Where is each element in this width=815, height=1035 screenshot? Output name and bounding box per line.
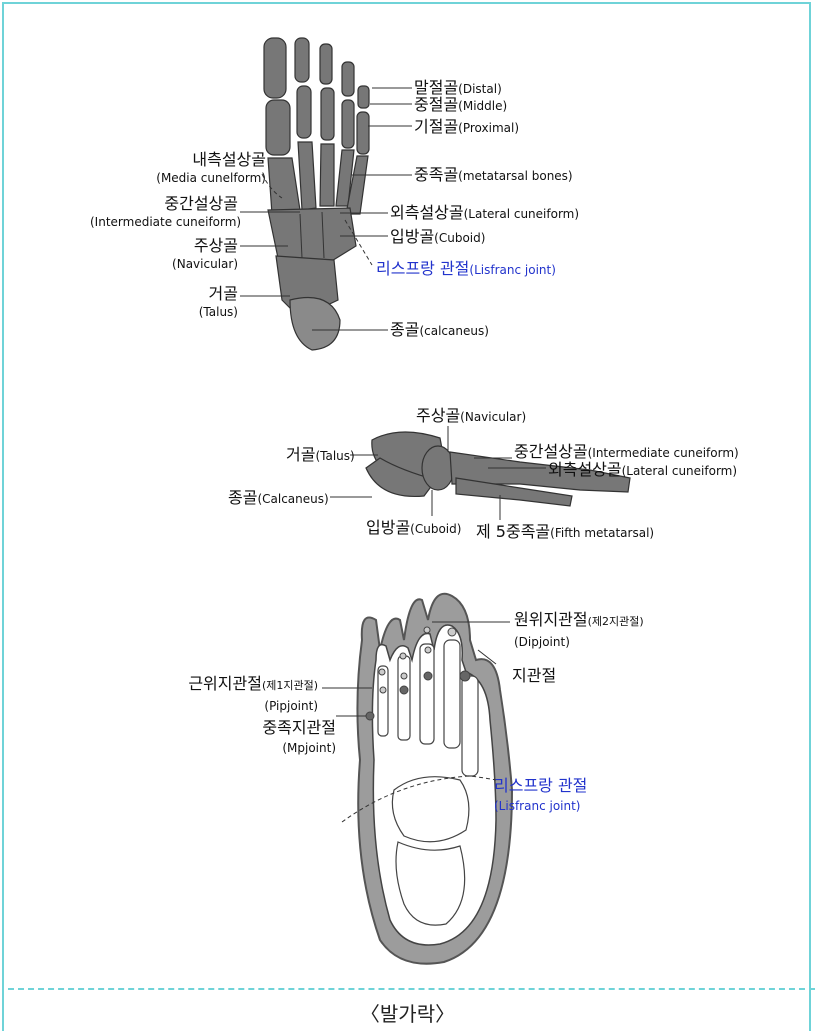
lisfranc-joint-label-top: 리스프랑 관절(Lisfranc joint) [376,261,556,277]
navicular-label-side: 주상골(Navicular) [416,408,526,424]
metatarsal-label: 중족골(metatarsal bones) [414,167,573,183]
intermediate-cuneiform-label: 중간설상골 (Intermediate cuneiform) [90,196,238,228]
dip-joint-label: 원위지관절(제2지관절) (Dipjoint) [514,612,644,648]
distal-label: 말절골(Distal) [414,80,502,96]
pip-joint-label: 근위지관절(제1지관절) (Pipjoint) [170,676,318,712]
calcaneus-label-side: 종골(Calcaneus) [228,490,329,506]
cuboid-label-side: 입방골(Cuboid) [366,520,461,536]
calcaneus-label-top: 종골(calcaneus) [390,322,489,338]
talus-label-side: 거골(Talus) [286,447,355,463]
toe-joint-label: 지관절 [512,668,556,684]
medial-cuneiform-label: 내측설상골 (Media cunelform) [130,152,266,184]
cuboid-label: 입방골(Cuboid) [390,229,485,245]
intermediate-cuneiform-label-side: 중간설상골(Intermediate cuneiform) [514,444,739,460]
lateral-cuneiform-label: 외측설상골(Lateral cuneiform) [390,205,579,221]
middle-label: 중절골(Middle) [414,97,507,113]
lisfranc-joint-label-sole: 리스프랑 관절 (Lisfranc joint) [494,778,587,812]
dorsal-foot-skeleton [264,38,369,350]
caption-divider [8,988,815,990]
lateral-cuneiform-label-side: 외측설상골(Lateral cuneiform) [548,462,737,478]
mp-joint-label: 중족지관절 (Mpjoint) [236,720,336,754]
fifth-metatarsal-label: 제 5중족골(Fifth metatarsal) [476,524,654,540]
talus-label-top: 거골 (Talus) [180,286,238,318]
figure-caption: 〈발가락〉 [0,998,815,1027]
navicular-label-top: 주상골 (Navicular) [160,238,238,270]
proximal-label: 기절골(Proximal) [414,119,519,135]
